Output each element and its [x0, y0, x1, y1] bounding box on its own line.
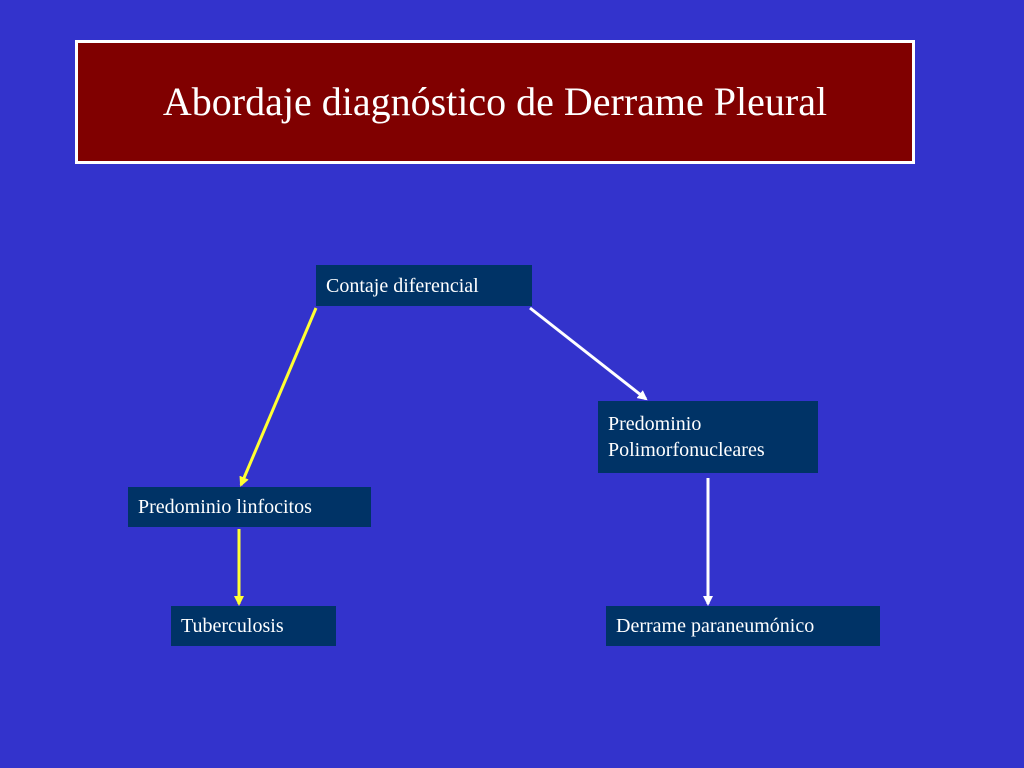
node-predominio-polimorfonucleares: Predominio Polimorfonucleares [598, 401, 818, 473]
node-derrame-paraneumonico: Derrame paraneumónico [606, 606, 880, 646]
node-predominio-linfocitos: Predominio linfocitos [128, 487, 371, 527]
node-label: Contaje diferencial [326, 274, 479, 297]
arrow-contaje-to-linfocitos [239, 307, 318, 487]
node-contaje-diferencial: Contaje diferencial [316, 265, 532, 306]
title-box: Abordaje diagnóstico de Derrame Pleural [75, 40, 915, 164]
node-label-line2: Polimorfonucleares [608, 439, 765, 461]
node-label: Tuberculosis [181, 615, 284, 637]
slide-title: Abordaje diagnóstico de Derrame Pleural [162, 79, 828, 124]
node-tuberculosis: Tuberculosis [171, 606, 336, 646]
node-label-line1: Predominio [608, 413, 702, 435]
node-label: Predominio linfocitos [138, 496, 312, 518]
node-label: Derrame paraneumónico [616, 615, 815, 637]
arrow-contaje-to-pmn [529, 306, 648, 401]
